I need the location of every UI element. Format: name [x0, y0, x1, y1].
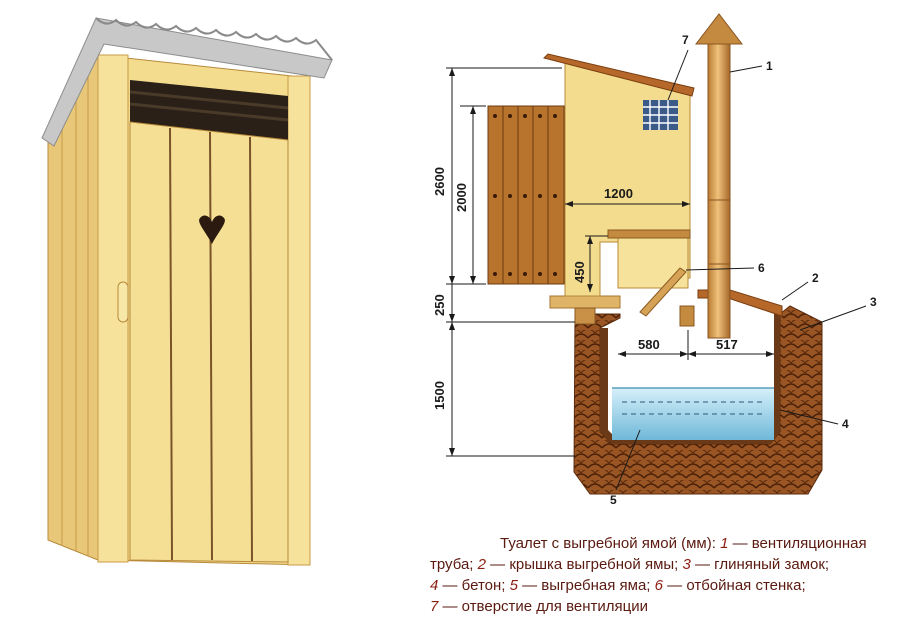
caption-text: — глиняный замок; — [690, 556, 830, 573]
outhouse-door — [129, 121, 289, 563]
caption-number: 4 — [430, 577, 439, 594]
caption-number: 5 — [509, 577, 518, 594]
callout-4: 4 — [842, 417, 849, 431]
dim-1200: 1200 — [604, 186, 633, 201]
caption-text: труба; — [430, 556, 478, 573]
caption-number: 2 — [477, 556, 486, 573]
section-diagram: 2600 2000 250 1500 1200 450 580 517 1 2 … — [432, 13, 877, 507]
callout-2: 2 — [812, 271, 819, 285]
callout-1: 1 — [766, 59, 773, 73]
caption-number: 6 — [654, 577, 663, 594]
ventilation-pipe — [707, 43, 731, 339]
pipe-arrow-cap — [694, 13, 744, 45]
caption-text: Туалет с выгребной ямой (мм): — [500, 535, 721, 552]
figure-caption: Туалет с выгребной ямой (мм): 1 — вентил… — [430, 533, 885, 617]
vent-window — [643, 100, 678, 130]
dim-2600: 2600 — [432, 167, 447, 196]
callout-7: 7 — [682, 33, 689, 47]
heart-cutout-icon — [199, 215, 225, 244]
callout-5: 5 — [610, 493, 617, 507]
caption-text: — отбойная стенка; — [663, 577, 806, 594]
caption-text: — крышка выгребной ямы; — [485, 556, 683, 573]
dimension-lines — [446, 67, 774, 457]
callout-6: 6 — [758, 261, 765, 275]
outhouse-3d — [41, 17, 333, 566]
seat-top — [607, 229, 691, 239]
door-handle — [117, 281, 129, 323]
corner-post-right — [287, 75, 311, 566]
caption-number: 7 — [430, 598, 439, 615]
dim-517: 517 — [716, 337, 738, 352]
floor-support — [574, 307, 596, 325]
callout-3: 3 — [870, 295, 877, 309]
dim-580: 580 — [638, 337, 660, 352]
floor-beam — [549, 295, 621, 309]
roof-beam — [543, 53, 695, 97]
caption-text: — выгребная яма; — [517, 577, 655, 594]
splash-wall — [639, 267, 687, 317]
caption-text: — бетон; — [438, 577, 510, 594]
dim-250: 250 — [432, 294, 447, 316]
callout-leaders — [615, 49, 867, 491]
dim-450: 450 — [572, 261, 587, 283]
caption-number: 1 — [720, 535, 729, 552]
caption-text: — вентиляционная — [728, 535, 867, 552]
dim-1500: 1500 — [432, 381, 447, 410]
dim-2000: 2000 — [454, 183, 469, 212]
door-panel-section — [487, 105, 565, 285]
caption-text: — отверстие для вентиляции — [438, 598, 649, 615]
caption-number: 3 — [682, 556, 691, 573]
